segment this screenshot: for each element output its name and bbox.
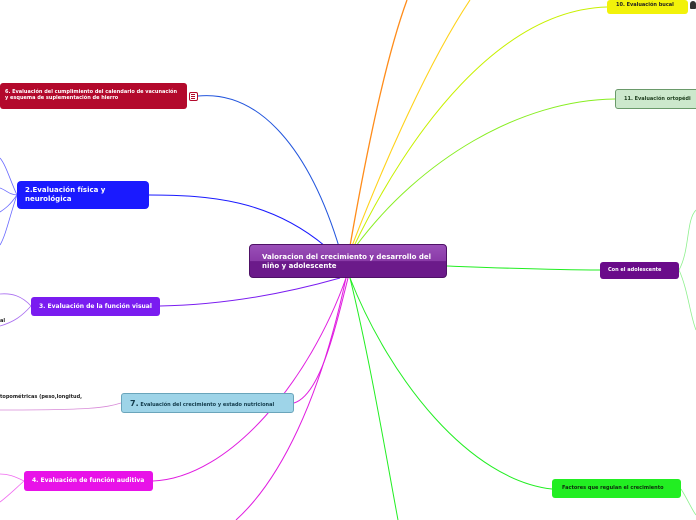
link-n2-sub-1 xyxy=(0,157,18,196)
topic-evaluacion-ortopedica[interactable]: 11. Evaluación ortopédi xyxy=(615,89,696,109)
topic-label: Evaluación del crecimiento y estado nutr… xyxy=(140,402,275,408)
lightbulb-icon xyxy=(690,1,696,9)
topic-number: 7. xyxy=(130,399,139,408)
link-n3-sub-1 xyxy=(0,293,32,307)
topic-adolescente[interactable]: Con el adolescente xyxy=(600,262,679,279)
link-central-n10 xyxy=(353,6,608,247)
link-fact-sub-1 xyxy=(680,488,696,516)
central-topic[interactable]: Valoracion del crecimiento y desarrollo … xyxy=(249,244,447,278)
topic-factores-crecimiento[interactable]: Factores que regulan el crecimiento xyxy=(552,479,681,498)
topic-evaluacion-bucal[interactable]: 10. Evaluación bucal xyxy=(607,0,688,14)
link-n2-sub-2 xyxy=(0,187,18,196)
link-central-top-orange xyxy=(349,0,408,247)
link-adol-sub-2 xyxy=(678,269,696,331)
link-central-n7 xyxy=(293,277,349,404)
link-n4-sub-2 xyxy=(0,480,25,503)
link-central-bottom-left xyxy=(235,277,347,520)
link-central-n6 xyxy=(197,95,341,251)
link-n2-sub-3 xyxy=(0,194,18,213)
link-central-top-yellow xyxy=(351,0,471,247)
subtopic-fragment[interactable]: al xyxy=(0,318,6,324)
link-n2-sub-4 xyxy=(0,194,18,246)
notes-icon[interactable] xyxy=(189,92,198,101)
link-central-n11 xyxy=(355,98,616,247)
topic-funcion-auditiva[interactable]: 4. Evaluación de función auditiva xyxy=(24,471,153,491)
link-central-adolescente xyxy=(446,265,601,271)
topic-crecimiento-nutricional[interactable]: 7. Evaluación del crecimiento y estado n… xyxy=(121,393,294,413)
topic-vacunacion[interactable]: 6. Evaluación del cumplimiento del calen… xyxy=(0,83,187,109)
link-central-bottom-green xyxy=(349,277,399,520)
link-central-factores xyxy=(349,277,553,490)
subtopic-antropometricas[interactable]: topométricas (peso,longitud, xyxy=(0,394,83,400)
link-n7-sub-1 xyxy=(0,402,122,411)
topic-funcion-visual[interactable]: 3. Evaluación de la función visual xyxy=(31,297,160,316)
link-central-n4 xyxy=(152,277,347,482)
link-n4-sub-1 xyxy=(0,473,25,482)
topic-evaluacion-fisica[interactable]: 2.Evaluación física y neurológica xyxy=(17,181,149,209)
link-central-n2 xyxy=(148,194,326,247)
link-central-n3 xyxy=(159,277,341,307)
link-n3-sub-2 xyxy=(0,305,32,327)
link-adol-sub-1 xyxy=(678,209,696,271)
